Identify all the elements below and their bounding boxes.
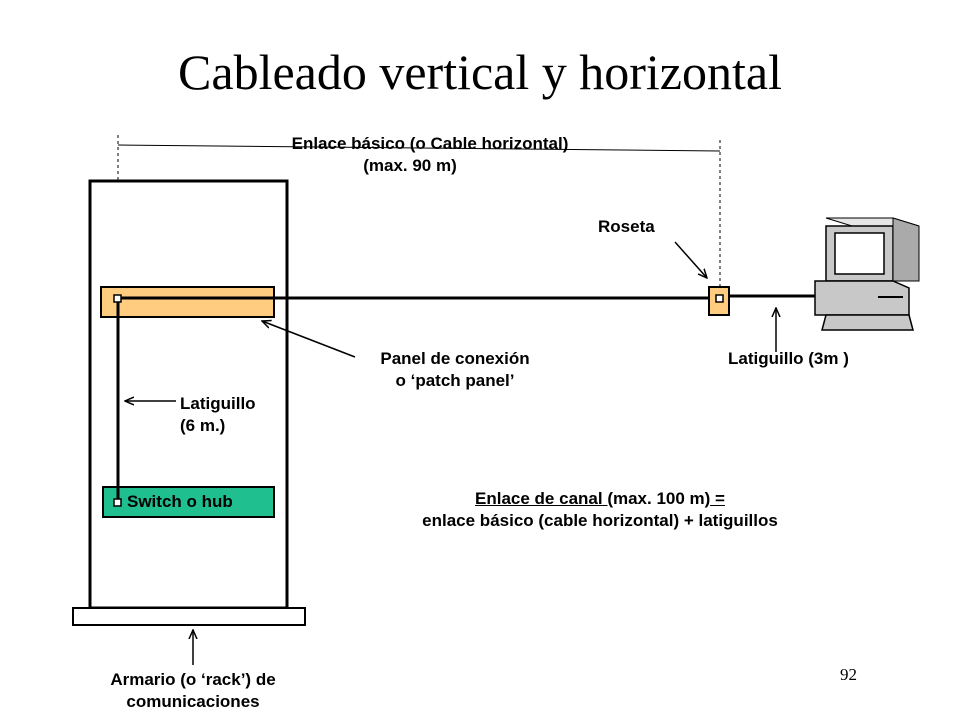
outlet-port [715, 294, 724, 303]
switch-port [113, 498, 122, 507]
patch-panel [100, 286, 275, 318]
page-number: 92 [840, 665, 857, 684]
patch-panel-label: Panel de conexión o ‘patch panel’ [380, 349, 530, 390]
patch-cord-6m-label: Latiguillo (6 m.) [180, 394, 256, 435]
basic-link-label: Enlace básico (o Cable horizontal) (max.… [291, 134, 569, 175]
basic-link-dimension-line [117, 144, 721, 152]
rack-cabinet [88, 179, 289, 610]
rack-label: Armario (o ‘rack’) de comunicaciones [110, 670, 276, 711]
patch-cord-3m-label: Latiguillo (3m ) [728, 349, 849, 368]
desktop-computer-icon [814, 217, 920, 331]
patch-panel-port [113, 294, 122, 303]
arrow-icon [262, 321, 356, 358]
switch-label: Switch o hub [127, 492, 233, 511]
channel-link-label: Enlace de canal (max. 100 m) = enlace bá… [422, 489, 778, 530]
roseta-label: Roseta [598, 217, 655, 236]
rack-base [72, 607, 306, 626]
arrow-icon [674, 241, 707, 278]
switch-hub [102, 486, 275, 518]
slide-title: Cableado vertical y horizontal [178, 44, 782, 100]
